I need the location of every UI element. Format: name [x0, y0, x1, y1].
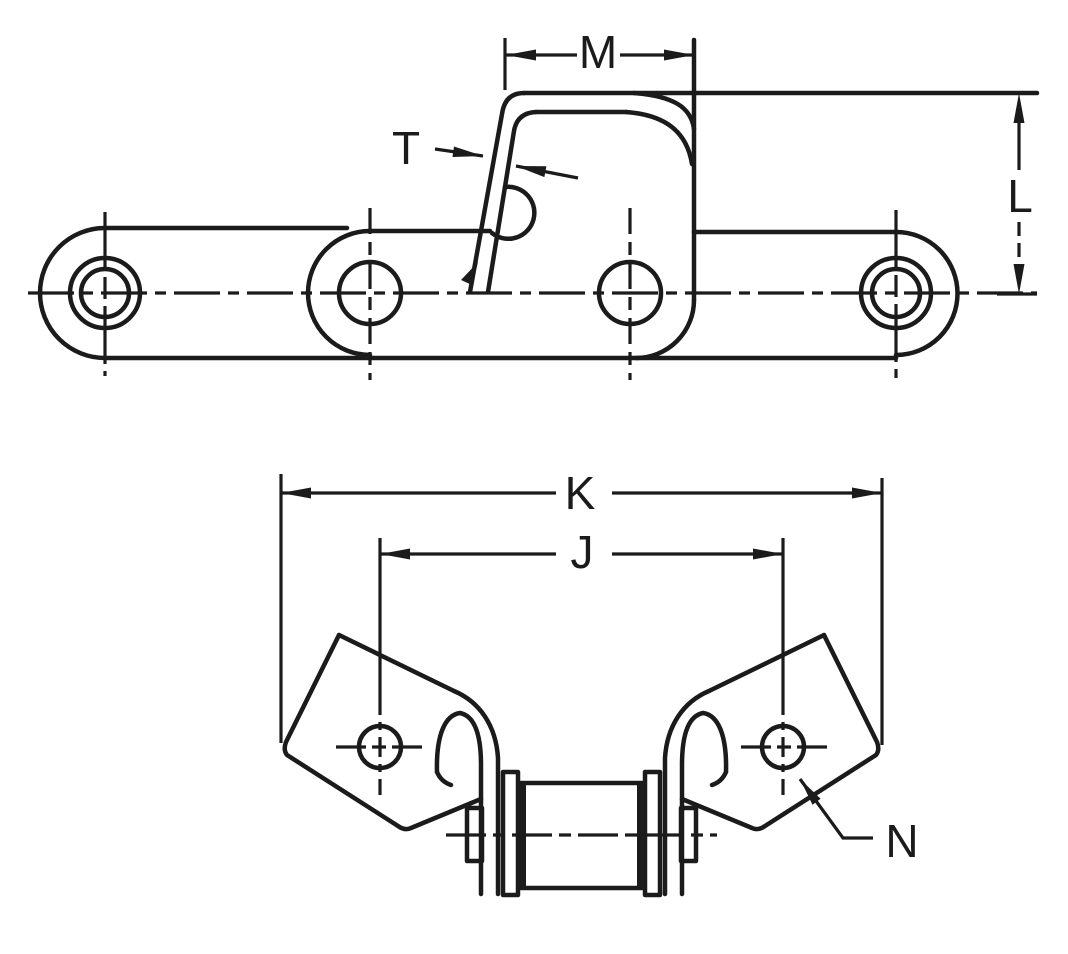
left-attachment-wing-assembly	[282, 632, 521, 898]
dimension-label-l: L	[1007, 170, 1033, 222]
wing-outer-bend-and-leg	[662, 688, 712, 897]
end-view: K J	[279, 467, 919, 898]
pin2-circle	[336, 259, 404, 327]
wing-top-edge	[336, 632, 457, 694]
wing-unit-mirrored	[642, 632, 881, 898]
dimension-N: N	[798, 778, 919, 867]
attachment-fillet	[633, 297, 697, 361]
attachment-inner-slant	[485, 109, 539, 295]
wing-top-edge	[706, 632, 827, 694]
dimension-label-t: T	[392, 122, 420, 174]
attachment-hole-projection-loop	[489, 184, 537, 242]
dim-K-arrow-left	[281, 487, 311, 499]
dimension-label-m: M	[579, 26, 617, 78]
attachment-foot-tick	[461, 262, 478, 285]
wing-inner-bend-tip	[434, 769, 454, 788]
wing-inner-bend-and-leg	[434, 710, 484, 897]
dim-K-arrow-right	[852, 487, 882, 499]
dimension-K: K	[279, 467, 884, 745]
pin1-pin-circle	[78, 266, 132, 320]
dimension-label-j: J	[571, 526, 594, 578]
dimension-label-n: N	[885, 815, 918, 867]
dim-N-leader	[798, 778, 873, 840]
dimension-label-k: K	[565, 467, 596, 519]
pin4-roller-circle	[858, 255, 934, 331]
dimension-L: L	[997, 93, 1037, 296]
dimension-T: T	[392, 122, 579, 180]
dim-J-arrow-right	[753, 548, 783, 560]
dim-L-arrow-down	[1013, 264, 1025, 294]
dim-J-arrow-left	[380, 548, 410, 560]
pin3-circle	[596, 259, 664, 327]
dim-T-arrow-right	[516, 166, 547, 178]
dimension-M: M	[503, 26, 696, 90]
side-view: M T L	[28, 26, 1040, 380]
right-attachment-wing-assembly	[642, 632, 881, 898]
left-link-end-arc	[37, 225, 108, 361]
dim-T-arrow-left	[452, 146, 483, 157]
dim-M-arrow-right	[664, 49, 694, 61]
wing-outline	[679, 632, 881, 832]
wing-inner-bend-and-leg	[679, 710, 729, 897]
dim-M-arrow-left	[506, 49, 536, 61]
wing-unit	[282, 632, 521, 898]
dimension-J: J	[378, 526, 785, 795]
attachment-link-end-arc	[305, 228, 373, 358]
dim-N-arrow	[800, 779, 821, 805]
pin4-pin-circle	[869, 266, 923, 320]
wing-inner-bend-tip	[709, 769, 729, 788]
attachment-outer-slant	[467, 90, 527, 295]
attachment-plate-profile	[461, 37, 1040, 361]
pin1-roller-circle	[67, 255, 143, 331]
right-link-end-arc	[893, 229, 960, 358]
attachment-inner-bend	[623, 109, 695, 167]
wing-outline	[282, 632, 484, 832]
wing-outer-bend-and-leg	[451, 688, 501, 897]
dim-L-arrow-up	[1013, 93, 1025, 123]
